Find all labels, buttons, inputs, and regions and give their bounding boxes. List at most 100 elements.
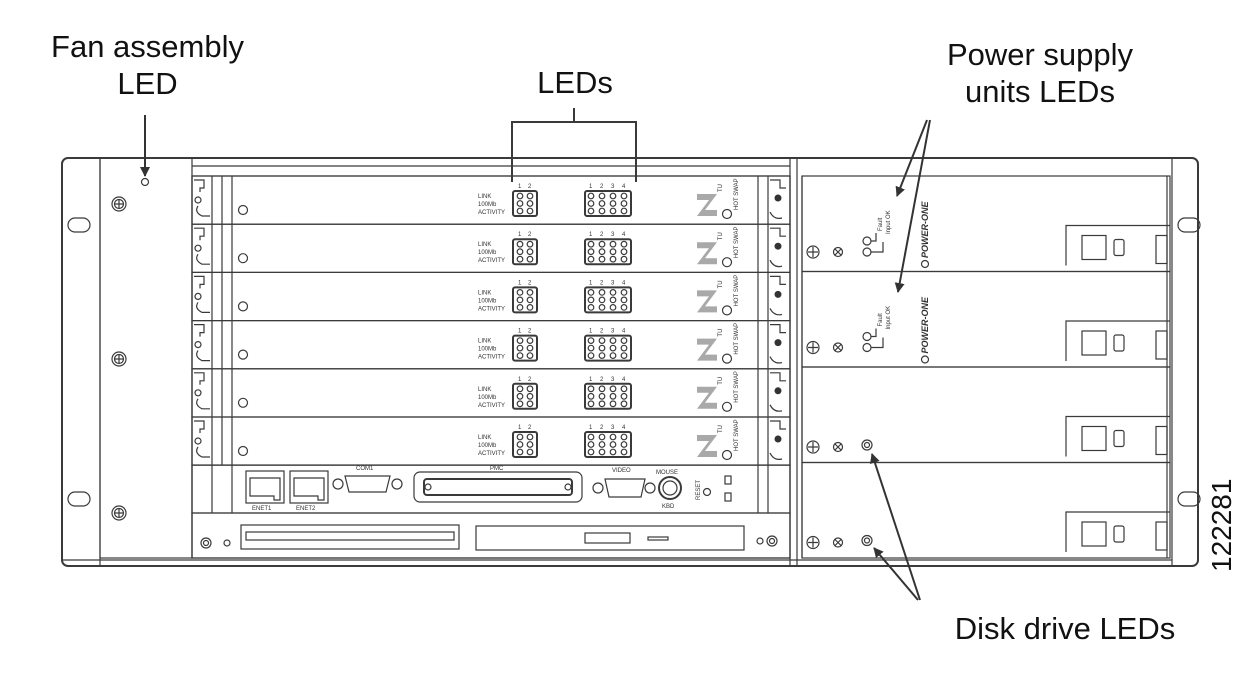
ejector-handle[interactable]: [769, 227, 786, 268]
status-led: [526, 433, 534, 441]
status-led: [620, 207, 628, 215]
io-led: [724, 475, 732, 485]
ethernet-port-1[interactable]: [245, 470, 285, 504]
eth1-label: ENET1: [252, 506, 272, 512]
card-screw-hole: [237, 204, 249, 216]
vendor-logo: [697, 338, 717, 361]
status-led: [598, 248, 606, 256]
video-port[interactable]: [592, 478, 656, 498]
disk-drive-bay[interactable]: [801, 461, 1171, 559]
status-led: [526, 385, 534, 393]
ejector-handle[interactable]: [769, 179, 786, 219]
speed-label: 100Mb: [478, 443, 497, 449]
led-block-small: [512, 334, 538, 362]
status-led: [620, 441, 628, 448]
bay-screw: [806, 440, 820, 454]
psu-arrow-2: [894, 119, 931, 293]
status-led: [526, 337, 534, 345]
status-led: [620, 448, 628, 456]
ejector-handle[interactable]: [769, 275, 786, 316]
status-led: [620, 200, 628, 207]
ejector-handle[interactable]: [769, 420, 786, 460]
status-led: [587, 255, 595, 263]
status-led: [598, 433, 606, 441]
fan-assembly-led-callout: Fan assembly LED: [20, 28, 275, 102]
ejector-handle[interactable]: [194, 324, 210, 362]
status-led: [526, 192, 534, 200]
port-number: 3: [611, 184, 615, 190]
led-block-small: [512, 238, 538, 266]
status-led: [609, 441, 617, 448]
bay-handle[interactable]: [1081, 521, 1107, 547]
port-number: 3: [611, 232, 615, 238]
ejector-handle[interactable]: [194, 275, 210, 313]
hot-swap-led: [721, 353, 733, 364]
optical-drive[interactable]: [475, 525, 745, 551]
floppy-drive[interactable]: [240, 524, 460, 550]
status-led: [526, 255, 534, 263]
chassis-frame: [61, 157, 1199, 567]
rack-ear-slot: [67, 491, 91, 507]
ejector-handle[interactable]: [194, 372, 210, 410]
bay-handle[interactable]: [1081, 330, 1107, 356]
status-led: [526, 200, 534, 207]
port-number: 1: [589, 377, 593, 383]
speed-label: 100Mb: [478, 250, 497, 256]
status-led: [516, 392, 524, 400]
disk-drive-bay[interactable]: [801, 366, 1171, 464]
status-led: [620, 240, 628, 248]
status-led: [609, 304, 617, 311]
vendor-logo: [697, 290, 717, 313]
mouse-kbd-port[interactable]: [658, 476, 682, 500]
status-led: [587, 448, 595, 456]
fan-panel: [99, 157, 193, 559]
status-led: [609, 255, 617, 263]
port-number: 1: [589, 280, 593, 286]
port-number: 4: [622, 184, 626, 190]
speed-label: 100Mb: [478, 298, 497, 304]
ejector-handle[interactable]: [769, 324, 786, 364]
status-led: [587, 192, 595, 200]
status-led: [516, 240, 524, 248]
ethernet-port-2[interactable]: [289, 470, 329, 504]
status-led: [598, 200, 606, 207]
bay-captive-screw: [832, 246, 844, 258]
status-led: [516, 296, 524, 304]
status-led: [516, 448, 524, 456]
ejector-handle[interactable]: [194, 179, 210, 217]
status-led: [587, 337, 595, 345]
status-led: [587, 392, 595, 400]
ejector-handle[interactable]: [769, 372, 786, 412]
port-number: 3: [611, 377, 615, 383]
hot-swap-label: HOT SWAP: [734, 371, 740, 403]
disk-drive-led: [861, 439, 873, 451]
com-port[interactable]: [332, 475, 403, 493]
status-led: [516, 289, 524, 296]
ejector-handle[interactable]: [194, 227, 210, 265]
card-screw-hole: [237, 301, 249, 312]
status-led: [587, 207, 595, 215]
ejector-handle[interactable]: [194, 420, 210, 458]
status-led: [526, 248, 534, 256]
status-led: [598, 392, 606, 400]
status-led: [598, 304, 606, 311]
pmc-connector[interactable]: [413, 471, 583, 503]
port-number: 2: [528, 425, 532, 431]
bay-handle[interactable]: [1081, 425, 1107, 452]
activity-label: ACTIVITY: [478, 258, 505, 264]
card-screw-hole: [237, 349, 249, 360]
speed-label: 100Mb: [478, 347, 497, 353]
reset-button[interactable]: [702, 487, 712, 497]
card-latch: [774, 387, 782, 395]
hot-swap-label: HOT SWAP: [734, 275, 740, 307]
bay-handle[interactable]: [1081, 234, 1107, 261]
status-led: [526, 240, 534, 248]
